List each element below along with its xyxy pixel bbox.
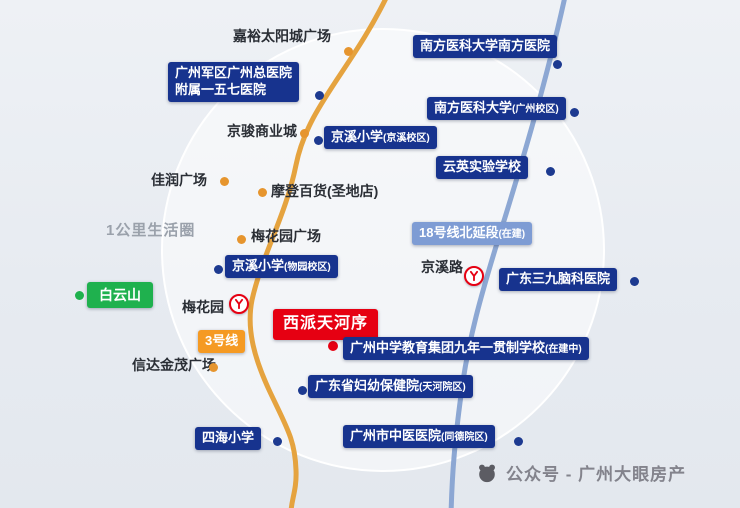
poi-dot	[258, 188, 267, 197]
facility-name2: 附属一五七医院	[175, 81, 267, 97]
poi-dot	[237, 235, 246, 244]
mountain-dot	[75, 291, 84, 300]
metro-station-icon-meihuayuan	[229, 294, 249, 314]
poi-dot	[220, 177, 229, 186]
guangzhou-metro-logo-icon	[234, 298, 244, 310]
landmark-label-xinda-jinmao-plaza: 信达金茂广场	[132, 357, 216, 373]
facility-label-jingxi-primary-jingxi-campus: 京溪小学(京溪校区)	[324, 126, 437, 149]
poi-dot	[273, 437, 282, 446]
poi-dot	[546, 167, 555, 176]
metro-station-icon-jingxilu	[464, 266, 484, 286]
facility-label-southern-medical-university: 南方医科大学(广州校区)	[427, 97, 566, 120]
facility-sub: (在建中)	[545, 344, 582, 355]
guangzhou-metro-logo-icon	[469, 270, 479, 282]
facility-label-jingxi-primary-wuyuan-campus: 京溪小学(物园校区)	[225, 255, 338, 278]
property-dot	[328, 341, 338, 351]
poi-dot	[315, 91, 324, 100]
facility-name: 京溪小学	[232, 258, 285, 273]
poi-dot	[570, 108, 579, 117]
poi-dot	[314, 136, 323, 145]
facility-name: 京溪小学	[331, 129, 384, 144]
landmark-label-meihuayuan-plaza: 梅花园广场	[251, 228, 321, 244]
facility-label-tcm-hospital: 广州市中医医院(同德院区)	[343, 425, 495, 448]
facility-label-women-children-hospital: 广东省妇幼保健院(天河院区)	[308, 375, 473, 398]
life-circle-label: 1公里生活圈	[106, 222, 196, 239]
facility-label-yunying-experimental-school: 云英实验学校	[436, 156, 529, 179]
poi-dot	[514, 437, 523, 446]
poi-dot	[553, 60, 562, 69]
station-label-jingxilu: 京溪路	[421, 259, 463, 275]
facility-name: 广州市中医医院	[350, 428, 442, 443]
publisher-logo-icon	[479, 464, 495, 482]
metro-line-3-path	[247, 0, 388, 508]
poi-dot	[344, 47, 353, 56]
facility-name: 南方医科大学	[434, 100, 513, 115]
facility-sub: (天河院区)	[419, 382, 466, 393]
landmark-label-jiayu-sun-city: 嘉裕太阳城广场	[233, 28, 331, 44]
facility-name: 广东三九脑科医院	[506, 271, 611, 286]
life-circle-outline	[161, 28, 605, 472]
landmark-label-jingjun-mall: 京骏商业城	[227, 123, 297, 139]
facility-name: 南方医科大学南方医院	[420, 38, 551, 53]
property-name: 西派天河序	[283, 315, 369, 332]
mountain-label-baiyunshan: 白云山	[87, 282, 153, 309]
metro-line-3-label: 3号线	[198, 330, 246, 353]
landmark-label-modern-department-store: 摩登百货(圣地店)	[271, 183, 379, 199]
poi-dot	[630, 277, 639, 286]
facility-name: 广东省妇幼保健院	[315, 378, 420, 393]
facility-label-guangzhou-middle-school: 广州中学教育集团九年一贯制学校(在建中)	[343, 337, 589, 360]
facility-label-southern-hospital: 南方医科大学南方医院	[413, 35, 558, 58]
mountain-name: 白云山	[99, 287, 141, 303]
poi-dot	[214, 265, 223, 274]
station-label-meihuayuan: 梅花园	[182, 299, 224, 315]
publisher-watermark-text: 公众号 - 广州大眼房产	[506, 465, 687, 484]
facility-sub: (同德院区)	[441, 432, 488, 443]
facility-name: 广州军区广州总医院	[175, 65, 293, 80]
facility-name: 云英实验学校	[443, 159, 522, 174]
landmark-label-jiarun-plaza: 佳润广场	[151, 172, 207, 188]
facility-label-157-hospital: 广州军区广州总医院 附属一五七医院	[168, 62, 300, 102]
line-name: 3号线	[205, 333, 239, 348]
facility-sub: (京溪校区)	[383, 133, 430, 144]
poi-dot	[300, 129, 309, 138]
line-status: (在建)	[498, 229, 526, 240]
line-name: 18号线北延段	[419, 225, 499, 240]
facility-name: 广州中学教育集团九年一贯制学校	[350, 340, 546, 355]
poi-dot	[298, 386, 307, 395]
facility-sub: (物园校区)	[284, 262, 331, 273]
property-label: 西派天河序	[273, 309, 379, 340]
publisher-watermark: 公众号 - 广州大眼房产	[476, 460, 686, 485]
facility-label-sihai-primary: 四海小学	[195, 427, 262, 450]
facility-sub: (广州校区)	[512, 104, 559, 115]
facility-label-sanjiu-brain-hospital: 广东三九脑科医院	[499, 268, 618, 291]
facility-name: 四海小学	[202, 430, 255, 445]
metro-line-18-label: 18号线北延段(在建)	[412, 222, 533, 245]
poi-dot	[209, 363, 218, 372]
